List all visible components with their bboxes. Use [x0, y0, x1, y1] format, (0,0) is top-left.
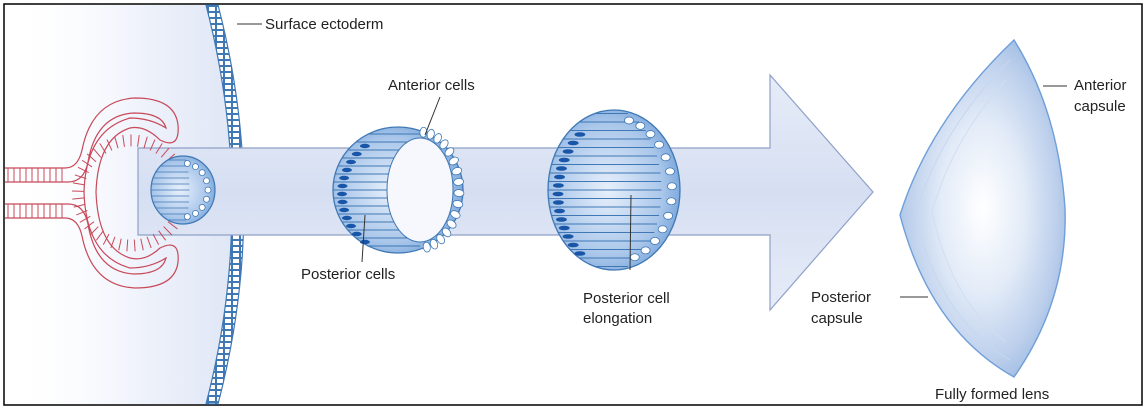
cell-nucleus	[553, 183, 564, 188]
cell-nucleus	[574, 251, 585, 256]
posterior-cell-elongation-label-line1: Posterior cell	[583, 289, 670, 308]
cell-nucleus	[342, 168, 352, 172]
lens-vesicle-stage2	[333, 127, 464, 253]
posterior-capsule-label-line1: Posterior	[811, 288, 871, 307]
cell-nucleus	[556, 217, 567, 222]
epithelial-cell	[193, 164, 199, 170]
epithelial-cell	[641, 247, 650, 254]
cell-nucleus	[574, 132, 585, 137]
cell-nucleus	[346, 224, 356, 228]
cell-nucleus	[338, 200, 348, 204]
lens-vesicle-early	[151, 156, 215, 224]
cell-nucleus	[553, 200, 564, 205]
cell-nucleus	[559, 158, 570, 163]
cell-nucleus	[554, 175, 565, 180]
cell-nucleus	[342, 216, 352, 220]
fully-formed-lens-label: Fully formed lens	[935, 385, 1049, 404]
cell-nucleus	[360, 144, 370, 148]
epithelial-cell	[184, 160, 190, 166]
epithelial-cell	[666, 168, 675, 175]
anterior-cells-label: Anterior cells	[388, 76, 475, 95]
epithelial-cell	[203, 178, 209, 184]
cell-nucleus	[338, 184, 348, 188]
epithelial-cell	[205, 187, 211, 193]
cell-nucleus	[339, 176, 349, 180]
cell-nucleus	[554, 209, 565, 214]
cell-nucleus	[556, 166, 567, 171]
cell-nucleus	[563, 149, 574, 154]
epithelial-cell	[667, 198, 676, 205]
cell-nucleus	[339, 208, 349, 212]
cell-nucleus	[559, 226, 570, 231]
cell-nucleus	[360, 240, 370, 244]
cell-nucleus	[352, 232, 362, 236]
epithelial-cell	[636, 122, 645, 129]
posterior-cells-label: Posterior cells	[301, 265, 395, 284]
epithelial-cell	[661, 154, 670, 161]
cell-nucleus	[352, 152, 362, 156]
epithelial-cell	[203, 196, 209, 202]
epithelial-cell	[658, 226, 667, 233]
epithelial-cell	[667, 183, 676, 190]
epithelial-cell	[193, 210, 199, 216]
epithelial-cell	[655, 141, 664, 148]
epithelial-cell	[454, 189, 464, 197]
posterior-cell-elongation-label-line2: elongation	[583, 309, 652, 328]
cell-nucleus	[568, 141, 579, 146]
lens-vesicle-stage3	[548, 110, 680, 270]
cell-nucleus	[346, 160, 356, 164]
epithelial-cell	[651, 237, 660, 244]
cell-nucleus	[337, 192, 347, 196]
anterior-capsule-label-line2: capsule	[1074, 97, 1126, 116]
anterior-capsule-label-line1: Anterior	[1074, 76, 1127, 95]
epithelial-cell	[664, 212, 673, 219]
epithelial-cell	[199, 204, 205, 210]
epithelial-cell	[625, 117, 634, 124]
cell-nucleus	[553, 192, 564, 197]
epithelial-cell	[630, 254, 639, 261]
surface-ectoderm-label: Surface ectoderm	[265, 15, 383, 34]
epithelial-cell	[184, 214, 190, 220]
posterior-capsule-label-line2: capsule	[811, 309, 863, 328]
cell-nucleus	[568, 243, 579, 248]
cell-nucleus	[563, 234, 574, 239]
epithelial-cell	[199, 170, 205, 176]
epithelial-cell	[646, 131, 655, 138]
